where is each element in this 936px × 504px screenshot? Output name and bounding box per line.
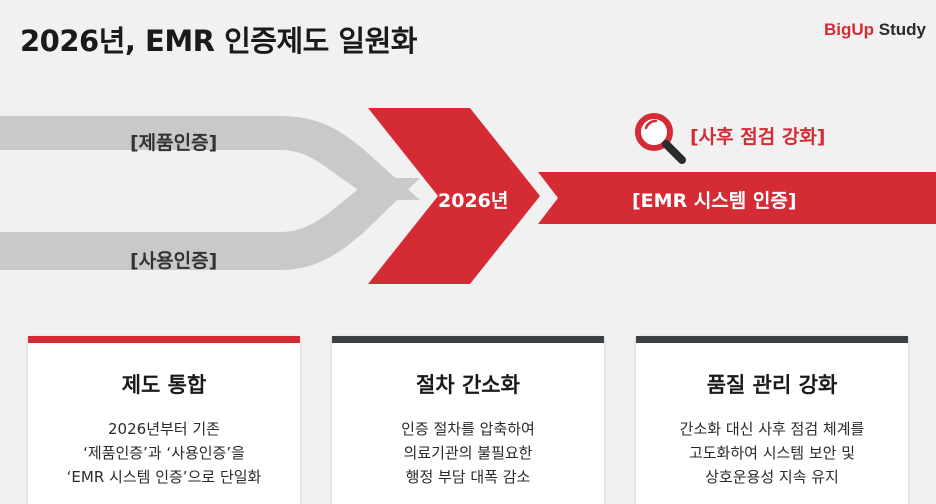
page-title: 2026년, EMR 인증제도 일원화 xyxy=(20,24,417,58)
card-line: 고도화하여 시스템 보안 및 xyxy=(688,444,856,462)
card-accent-bar xyxy=(28,336,300,343)
card-body: 간소화 대신 사후 점검 체계를 고도화하여 시스템 보안 및 상호운용성 지속… xyxy=(636,417,908,489)
input-label-usage: [사용인증] xyxy=(130,250,218,272)
card-line: ‘EMR 시스템 인증’으로 단일화 xyxy=(66,468,262,486)
annotation-post-inspection: [사후 점검 강화] xyxy=(690,126,826,148)
card-line: 2026년부터 기존 xyxy=(108,420,220,438)
card-line: 행정 부담 대폭 감소 xyxy=(405,468,531,486)
output-arrow xyxy=(538,172,936,224)
merge-chevron xyxy=(368,108,540,284)
brand-name-part1: BigUp xyxy=(823,20,875,39)
card-accent-bar xyxy=(332,336,604,343)
card-line: ‘제품인증’과 ‘사용인증’을 xyxy=(83,444,245,462)
card-title: 절차 간소화 xyxy=(416,373,520,397)
card-simplification: 절차 간소화 인증 절차를 압축하여 의료기관의 불필요한 행정 부담 대폭 감… xyxy=(332,336,604,504)
card-integration: 제도 통합 2026년부터 기존 ‘제품인증’과 ‘사용인증’을 ‘EMR 시스… xyxy=(28,336,300,504)
card-line: 간소화 대신 사후 점검 체계를 xyxy=(679,420,865,438)
output-label-emr: [EMR 시스템 인증] xyxy=(632,190,797,212)
card-title: 품질 관리 강화 xyxy=(706,373,838,397)
card-body: 2026년부터 기존 ‘제품인증’과 ‘사용인증’을 ‘EMR 시스템 인증’으… xyxy=(28,417,300,489)
input-arrow-bottom xyxy=(0,178,420,270)
card-quality: 품질 관리 강화 간소화 대신 사후 점검 체계를 고도화하여 시스템 보안 및… xyxy=(636,336,908,504)
card-line: 의료기관의 불필요한 xyxy=(403,444,533,462)
card-line: 인증 절차를 압축하여 xyxy=(401,420,535,438)
input-arrow-top xyxy=(0,116,420,200)
card-title: 제도 통합 xyxy=(121,373,207,397)
merge-flow-diagram xyxy=(0,108,936,284)
card-line: 상호운용성 지속 유지 xyxy=(705,468,839,486)
magnifier-icon xyxy=(635,113,686,164)
card-accent-bar xyxy=(636,336,908,343)
merge-label-year: 2026년 xyxy=(438,190,509,212)
brand-logo: BigUp Study xyxy=(824,20,926,40)
card-body: 인증 절차를 압축하여 의료기관의 불필요한 행정 부담 대폭 감소 xyxy=(332,417,604,489)
brand-name-part2: Study xyxy=(878,20,926,39)
input-label-product: [제품인증] xyxy=(130,132,218,154)
